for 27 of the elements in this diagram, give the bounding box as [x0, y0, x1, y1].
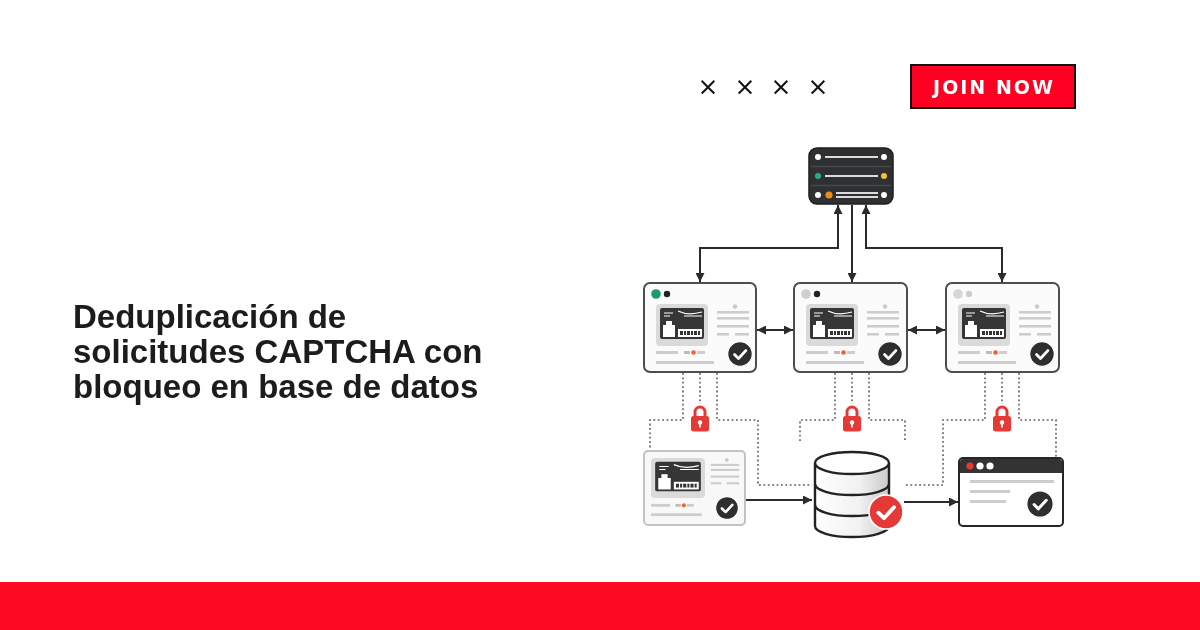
- dotted-line: [868, 372, 906, 442]
- arrow: [847, 204, 857, 283]
- padlock-icon: [842, 404, 862, 432]
- dotted-line: [799, 372, 836, 442]
- cross-mark: ×: [770, 74, 792, 100]
- browser-window: [643, 282, 757, 373]
- cross-mark: ×: [734, 74, 756, 100]
- arrow: [745, 495, 813, 505]
- dotted-line: [1018, 372, 1057, 458]
- captcha-card: [643, 450, 746, 526]
- double-arrow: [695, 204, 843, 283]
- browser-window: [958, 457, 1064, 527]
- arrow: [903, 497, 959, 507]
- cross-mark: ×: [697, 74, 719, 100]
- double-arrow: [756, 325, 794, 335]
- padlock-icon: [690, 404, 710, 432]
- server-icon: [808, 147, 894, 205]
- double-arrow: [907, 325, 946, 335]
- title: Deduplicación de solicitudes CAPTCHA con bloqueo en base de datos: [73, 299, 484, 404]
- database-icon: [812, 450, 904, 540]
- browser-window: [945, 282, 1060, 373]
- double-arrow: [861, 204, 1007, 283]
- dotted-line: [903, 372, 986, 486]
- cross-mark: ×: [807, 74, 829, 100]
- join-button: JOIN NOW: [910, 64, 1076, 109]
- padlock-icon: [992, 404, 1012, 432]
- browser-window: [793, 282, 908, 373]
